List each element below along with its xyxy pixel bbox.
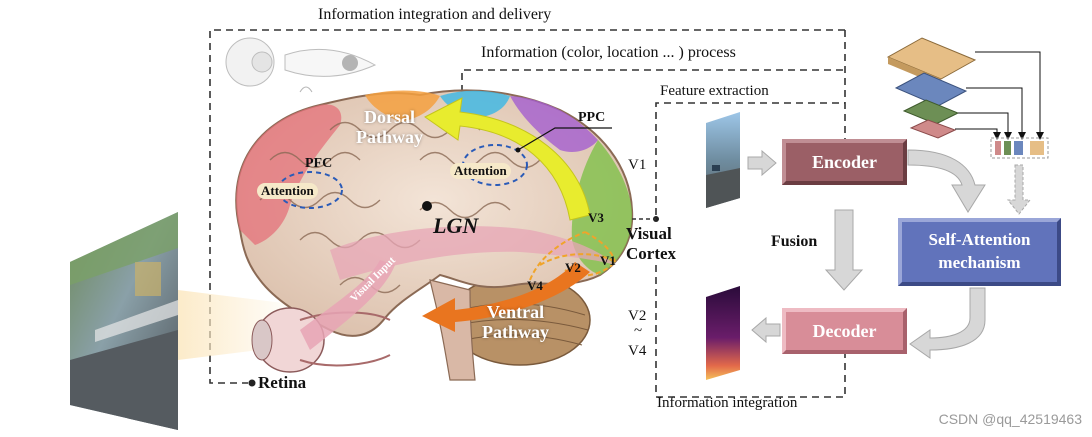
pfc-label: PFC [305,156,333,171]
v4-label: V4 [527,278,543,293]
integration-delivery-frame [209,29,845,384]
csdn-watermark: CSDN @qq_42519463 [938,411,1082,427]
dashed-frames [209,29,846,398]
lgn-label: LGN [433,213,479,238]
self-attention-block: Self-Attention mechanism [898,218,1061,286]
tokens [995,141,1044,155]
integration-delivery-title: Information integration and delivery [318,6,552,23]
side-tilde-label: ~ [634,323,643,339]
retina-dot [248,379,256,387]
self-attention-line1: Self-Attention [928,230,1031,250]
info-process-title: Information (color, location ... ) proce… [481,44,736,61]
info-integration-frame [655,265,846,398]
dorsal-line1: Dorsal [364,107,415,127]
info-integration-title: Information integration [657,395,798,411]
side-v2-label: V2 [628,308,647,324]
ventral-pathway-label: Ventral Pathway [482,302,549,343]
visual-cortex-line1: Visual [626,224,672,243]
decoder-block: Decoder [782,308,907,354]
block-arrows [747,149,1032,359]
v1-label: V1 [600,253,616,268]
ventral-line2: Pathway [482,321,549,342]
feature-extraction-title: Feature extraction [660,83,769,99]
input-street-image [706,112,740,208]
side-v4-label: V4 [628,343,647,359]
info-process-frame [461,69,845,200]
side-v1-label: V1 [628,157,647,173]
ppc-label: PPC [578,110,606,125]
eye-ball [251,307,391,373]
eye-illustration-top [225,37,377,93]
v3-label: V3 [588,210,604,225]
token-group [990,137,1049,159]
attention-left-label: Attention [257,183,318,199]
fusion-label: Fusion [771,233,818,250]
ventral-line1: Ventral [486,302,545,322]
feature-extraction-frame [655,102,845,215]
decoder-label: Decoder [812,320,877,341]
depth-output-image [706,286,740,380]
attention-right-label: Attention [450,163,511,179]
self-attention-line2: mechanism [938,253,1021,272]
encoder-block: Encoder [782,139,907,185]
lgn-dot [422,201,432,211]
feature-stack [886,37,977,139]
visual-cortex-label: Visual Cortex [626,224,676,265]
dorsal-line2: Pathway [356,126,423,147]
retina-label: Retina [258,373,307,392]
v2-label: V2 [565,260,581,275]
visual-cortex-line2: Cortex [626,244,677,264]
road-scene-image [70,212,178,430]
dorsal-pathway-label: Dorsal Pathway [356,107,423,148]
encoder-label: Encoder [812,151,877,172]
feature-connectors [955,51,1044,140]
brain-illustration [235,89,656,381]
